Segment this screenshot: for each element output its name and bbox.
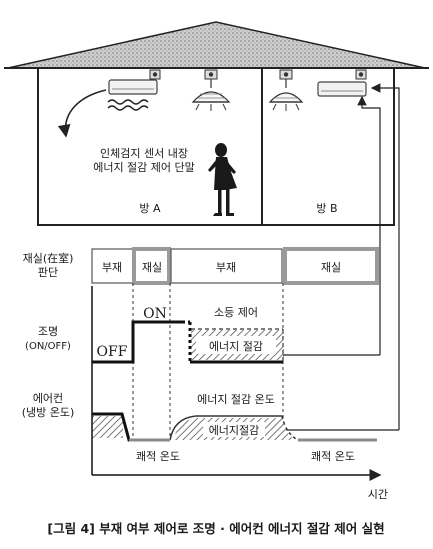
aircon-hatch-left [92, 416, 123, 438]
sensor-note-line2: 에너지 절감 제어 단말 [93, 161, 195, 174]
lighting-level-line [92, 320, 182, 364]
time-axis-label: 시간 [368, 488, 388, 501]
control-feedback-lines [282, 83, 400, 431]
occupancy-row: 부재 재실 부재 재실 [91, 247, 379, 285]
figure-caption: [그림 4] 부재 여부 제어로 조명 · 에어컨 에너지 절감 제어 실현 [47, 521, 384, 536]
lighting-dim-label: 소등 제어 [214, 306, 258, 319]
occupancy-label-line1: 재실(在室) [23, 251, 74, 265]
lighting-off-label: OFF [97, 344, 128, 360]
occupancy-seg-absent-2 [170, 248, 283, 284]
lighting-row: OFF ON 소등 제어 에너지 절감 [92, 306, 284, 364]
aircon-comfort-label-2: 쾌적 온도 [311, 450, 355, 463]
aircon-energy-temp-label: 에너지 절감 온도 [197, 393, 275, 406]
room-b-label: 방 B [316, 202, 337, 215]
lighting-saving-label: 에너지 절감 [209, 340, 263, 353]
occupancy-seg-present-2 [283, 247, 379, 285]
occupancy-text-3: 부재 [216, 261, 236, 274]
aircon-label-line1: 에어컨 [33, 392, 63, 405]
lighting-label-line2: (ON/OFF) [25, 341, 71, 352]
room-a-label: 방 A [139, 202, 161, 215]
time-axis: 시간 [91, 286, 388, 501]
occupancy-text-1: 부재 [102, 261, 122, 274]
aircon-row: 에너지 절감 온도 에너지절감 쾌적 온도 쾌적 온도 [92, 393, 377, 463]
lamp-a [191, 69, 231, 111]
aircon-comfort-label-1: 쾌적 온도 [136, 450, 180, 463]
aircon-saving-label: 에너지절감 [209, 424, 260, 437]
sensor-note-line1: 인체검지 센서 내장 [100, 147, 188, 160]
roof [7, 21, 426, 69]
house: 인체검지 센서 내장 에너지 절감 제어 단말 방 A 방 B [4, 21, 429, 226]
person-silhouette-icon [208, 143, 237, 216]
lamp-b [268, 69, 304, 111]
occupancy-label-line2: 판단 [38, 266, 58, 279]
lighting-label-line1: 조명 [38, 325, 58, 338]
aircon-unit-a [108, 69, 161, 95]
aircon-unit-b [317, 69, 367, 97]
lighting-on-label: ON [143, 306, 167, 322]
airflow-icon [107, 99, 149, 111]
occupancy-text-4: 재실 [321, 261, 341, 274]
sensor-pointer-arrow [57, 89, 107, 138]
occupancy-text-2: 재실 [142, 261, 162, 274]
occupancy-seg-present-1 [132, 247, 171, 285]
aircon-label-line2: (냉방 온도) [22, 406, 75, 419]
